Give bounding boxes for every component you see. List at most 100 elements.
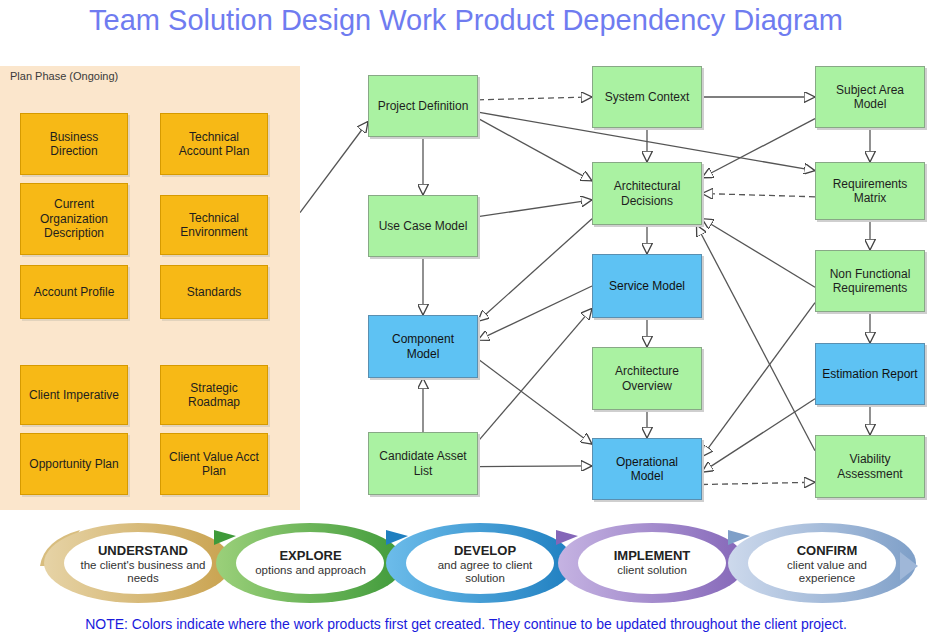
node-title: Candidate Asset List [375,449,471,478]
node-title: Current Organization Description [27,197,121,240]
explore-work-product: Architectural Decisions [592,162,702,225]
plan-work-product: Standards [160,265,268,319]
phase-ring [558,523,746,603]
node-title: Estimation Report [822,367,917,381]
phase-step: CONFIRMclient value and experience [760,538,894,592]
phase-panel: Plan Phase (Ongoing)Business DirectionTe… [0,66,300,510]
node-title: Client Imperative [29,388,119,402]
band-chevron [728,530,750,545]
phase-step: UNDERSTANDthe client's business and need… [76,538,210,592]
dependency-arrow [422,257,423,315]
node-title: Technical Environment [167,211,261,240]
explore-work-product: Candidate Asset List [368,432,478,495]
dependency-arrow [646,318,647,347]
plan-work-product: Account Profile [20,265,128,319]
dependency-arrow [702,482,815,484]
develop-work-product: Service Model [592,254,702,318]
develop-work-product: Operational Model [592,438,702,500]
plan-work-product: Business Direction [20,113,128,175]
phase-ring [44,523,232,603]
band-chevron [556,530,578,545]
dependency-arrow [646,128,647,162]
dependency-arrow [422,137,423,195]
phase-ring [216,523,404,603]
dependency-arrow [646,225,647,254]
node-title: Operational Model [599,455,695,484]
node-title: Requirements Matrix [822,177,918,206]
footnote: NOTE: Colors indicate where the work pro… [4,616,928,632]
dependency-arrow [478,286,592,340]
dependency-arrow [478,219,592,322]
node-title: UNDERSTAND [98,544,188,559]
band-chevron [900,552,918,580]
phase-ring [386,523,574,603]
dependency-arrow [697,225,816,451]
dependency-arrow [702,96,815,97]
node-title: System Context [605,90,690,104]
develop-work-product: Component Model [368,315,478,378]
node-title: Component Model [375,332,471,361]
plan-work-product: Client Imperative [20,365,128,425]
plan-work-product: Strategic Roadmap [160,365,268,425]
dependency-arrow [702,303,815,457]
dependency-arrow [422,378,423,432]
explore-work-product: Architecture Overview [592,347,702,410]
node-title: Plan Phase (Ongoing) [10,70,118,82]
node-title: Technical Account Plan [167,130,261,159]
node-title: EXPLORE [279,549,341,564]
node-title: Subject Area Model [822,83,918,112]
dependency-arrow [478,308,592,441]
node-title: Non Functional Requirements [822,267,918,296]
explore-work-product: System Context [592,66,702,128]
dependency-arrow [702,194,815,197]
explore-work-product: Viability Assessment [815,435,925,498]
phase-core [748,532,896,594]
node-title: Standards [187,285,242,299]
node-title: Strategic Roadmap [167,381,261,410]
node-body: client value and experience [762,559,892,585]
node-title: Business Direction [27,130,121,159]
dependency-arrow [869,405,870,435]
dependency-arrow [702,219,815,288]
phase-core [406,532,554,594]
plan-work-product: Technical Environment [160,195,268,255]
node-title: Project Definition [378,99,469,113]
phase-core [64,532,212,594]
dependency-arrow [869,128,870,162]
phase-core [578,532,726,594]
phase-step: EXPLOREoptions and approach [248,538,373,588]
develop-work-product: Estimation Report [815,343,925,405]
band-chevron [386,530,408,545]
band-chevron [214,530,236,545]
node-title: Architecture Overview [599,364,695,393]
dependency-arrow [702,119,815,178]
dependency-arrow [300,122,368,213]
node-title: DEVELOP [454,544,516,559]
dependency-arrow [478,97,592,100]
dependency-arrow [646,410,647,438]
node-title: Viability Assessment [822,452,918,481]
phase-step: IMPLEMENTclient solution [590,538,714,588]
explore-work-product: Non Functional Requirements [815,250,925,312]
diagram-title: Team Solution Design Work Product Depend… [0,4,932,37]
explore-work-product: Requirements Matrix [815,162,925,220]
explore-work-product: Subject Area Model [815,66,925,128]
explore-work-product: Project Definition [368,75,478,137]
node-body: client solution [617,564,687,577]
plan-work-product: Client Value Acct Plan [160,433,268,495]
phase-core [236,532,384,594]
node-title: Account Profile [34,285,115,299]
plan-work-product: Opportunity Plan [20,433,128,495]
explore-work-product: Use Case Model [368,195,478,257]
node-title: Client Value Acct Plan [167,450,261,479]
plan-work-product: Technical Account Plan [160,113,268,175]
node-body: the client's business and needs [78,559,208,585]
dependency-arrow [478,200,592,217]
node-body: and agree to client solution [420,559,550,585]
node-title: Use Case Model [379,219,468,233]
plan-work-product: Current Organization Description [20,183,128,255]
dependency-arrow [869,312,870,343]
phase-step: DEVELOPand agree to client solution [418,538,552,592]
node-body: options and approach [255,564,366,577]
dependency-arrow [478,359,592,444]
